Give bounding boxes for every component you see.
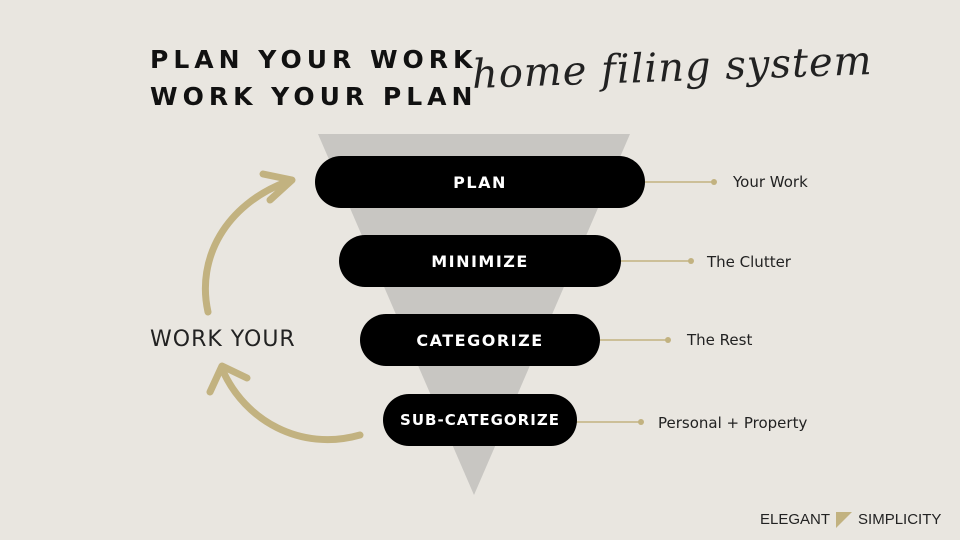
connector-dot-categorize — [665, 337, 671, 343]
step-pill-subcategorize: SUB-CATEGORIZE — [383, 394, 577, 446]
cycle-arrow-upper — [201, 178, 290, 316]
step-pill-minimize: MINIMIZE — [339, 235, 621, 287]
cycle-arrow-upper-head — [259, 170, 296, 204]
title-line-2: WORK YOUR PLAN — [150, 82, 478, 111]
step-pill-categorize: CATEGORIZE — [360, 314, 600, 366]
cycle-arrow-lower-head — [206, 362, 251, 396]
connector-dot-plan — [711, 179, 717, 185]
step-note-subcategorize: Personal + Property — [658, 414, 808, 432]
step-note-plan: Your Work — [733, 173, 808, 191]
brand-logo: ELEGANT SIMPLICITY — [760, 511, 941, 528]
step-note-categorize: The Rest — [687, 331, 753, 349]
brand-text-left: ELEGANT — [760, 511, 831, 528]
cycle-arrow-lower — [219, 367, 364, 443]
brand-mark-icon — [836, 511, 853, 528]
step-pill-plan: PLAN — [315, 156, 645, 208]
cycle-label: WORK YOUR — [150, 327, 296, 352]
brand-text-right: SIMPLICITY — [858, 511, 942, 528]
connector-dot-minimize — [688, 258, 694, 264]
connector-dot-subcategorize — [638, 419, 644, 425]
step-note-minimize: The Clutter — [707, 253, 791, 271]
title-line-1: PLAN YOUR WORK — [150, 45, 478, 74]
